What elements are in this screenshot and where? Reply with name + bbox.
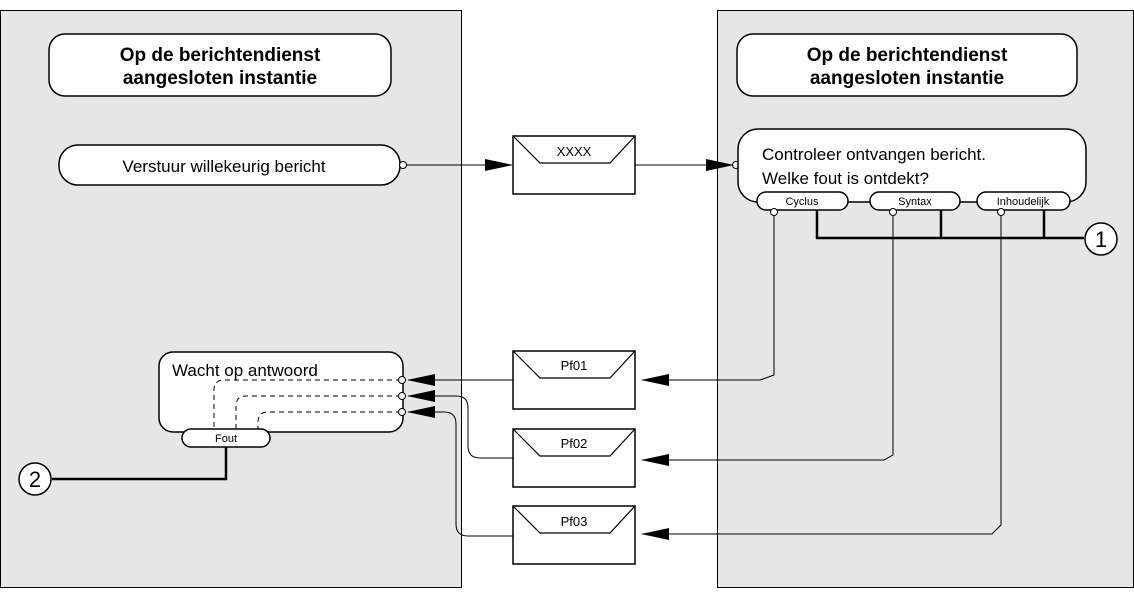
syntax-to-pf02-line [641,215,894,466]
inhoudelijk-to-pf03-line [641,215,1002,540]
fout-to-connector-line [52,447,228,481]
syntax-port-dot [889,208,897,216]
reply-pf03-label: Pf03 [561,514,588,529]
left-title-line1: Op de berichtendienst [120,45,321,66]
connector-2-label: 2 [29,467,41,492]
left-instance-title: Op de berichtendienst aangesloten instan… [48,33,392,97]
reply-pf01-label: Pf01 [561,358,588,373]
port-inhoudelijk [976,191,1071,211]
connector-2: 2 [18,462,52,496]
cyclus-port-dot [770,208,778,216]
reply-envelope-pf02: Pf02 [512,428,636,488]
fout-port-label: Fout [215,433,237,445]
reply-envelope-pf01: Pf01 [512,350,636,410]
connector-1: 1 [1084,222,1118,256]
pf02-to-wait-arrow [407,390,513,459]
check-line2: Welke fout is ontdekt? [762,169,929,188]
port-cyclus [756,191,849,211]
cyclus-to-pf01-line [641,215,775,386]
right-title-line1: Op de berichtendienst [807,45,1008,66]
port-syntax-label: Syntax [898,196,932,208]
fout-port: Fout [181,428,271,448]
dashed-route-2 [235,395,401,432]
port-inhoudelijk-label: Inhoudelijk [997,196,1050,208]
connector-1-label: 1 [1095,227,1107,252]
right-title-line2: aangesloten instantie [810,68,1004,89]
wait-action-label: Wacht op antwoord [172,361,318,380]
reply-pf02-label: Pf02 [561,436,588,451]
wait-port-pf02 [398,392,406,400]
reply-envelope-pf03: Pf03 [512,505,636,565]
send-output-port [399,161,407,169]
send-action-label: Verstuur willekeurig bericht [122,157,325,176]
error-bus-line [815,210,1084,240]
check-line1: Controleer ontvangen bericht. [762,145,986,164]
port-cyclus-label: Cyclus [785,196,819,208]
wait-action: Wacht op antwoord [158,351,404,433]
left-instance-lane [0,10,462,588]
right-instance-lane [717,10,1134,588]
request-message-label: XXXX [557,144,592,159]
pf03-to-wait-arrow [407,406,513,537]
port-syntax [869,191,961,211]
check-ports: Cyclus Syntax Inhoudelijk [756,191,1071,211]
dashed-route-1 [213,379,401,432]
send-action: Verstuur willekeurig bericht [58,144,401,186]
left-title-line2: aangesloten instantie [123,68,317,89]
check-action: Controleer ontvangen bericht. Welke fout… [737,128,1087,203]
wait-port-pf03 [398,408,406,416]
inhoudelijk-port-dot [997,208,1005,216]
wait-port-pf01 [398,376,406,384]
right-instance-title: Op de berichtendienst aangesloten instan… [736,33,1078,97]
request-envelope: XXXX [512,135,636,195]
